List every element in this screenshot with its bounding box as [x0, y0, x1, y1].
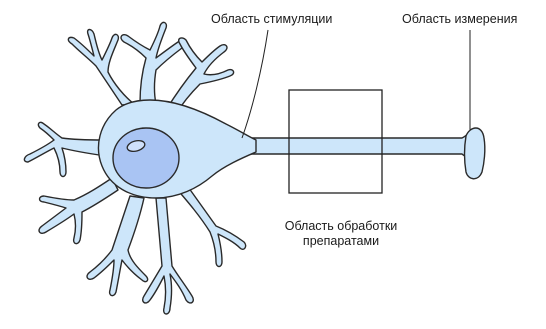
- dendrite-bottom: [143, 198, 194, 314]
- dendrite-lower-right: [176, 184, 246, 267]
- axon-terminal: [465, 128, 485, 179]
- neuron: [24, 22, 484, 314]
- dendrite-lower-left: [39, 178, 118, 244]
- stimulation-leader-line: [242, 30, 268, 138]
- dendrite-bottom-left: [87, 196, 148, 296]
- nucleus: [113, 128, 179, 188]
- treatment-label-line-1: Область обработки: [276, 219, 406, 234]
- stimulation-label: Область стимуляции: [211, 12, 332, 27]
- treatment-label-line-2: препаратами: [276, 234, 406, 249]
- treatment-label: Область обработки препаратами: [276, 219, 406, 249]
- dendrite-top-middle: [121, 22, 185, 104]
- measurement-label: Область измерения: [402, 12, 517, 27]
- dendrite-left: [24, 122, 106, 176]
